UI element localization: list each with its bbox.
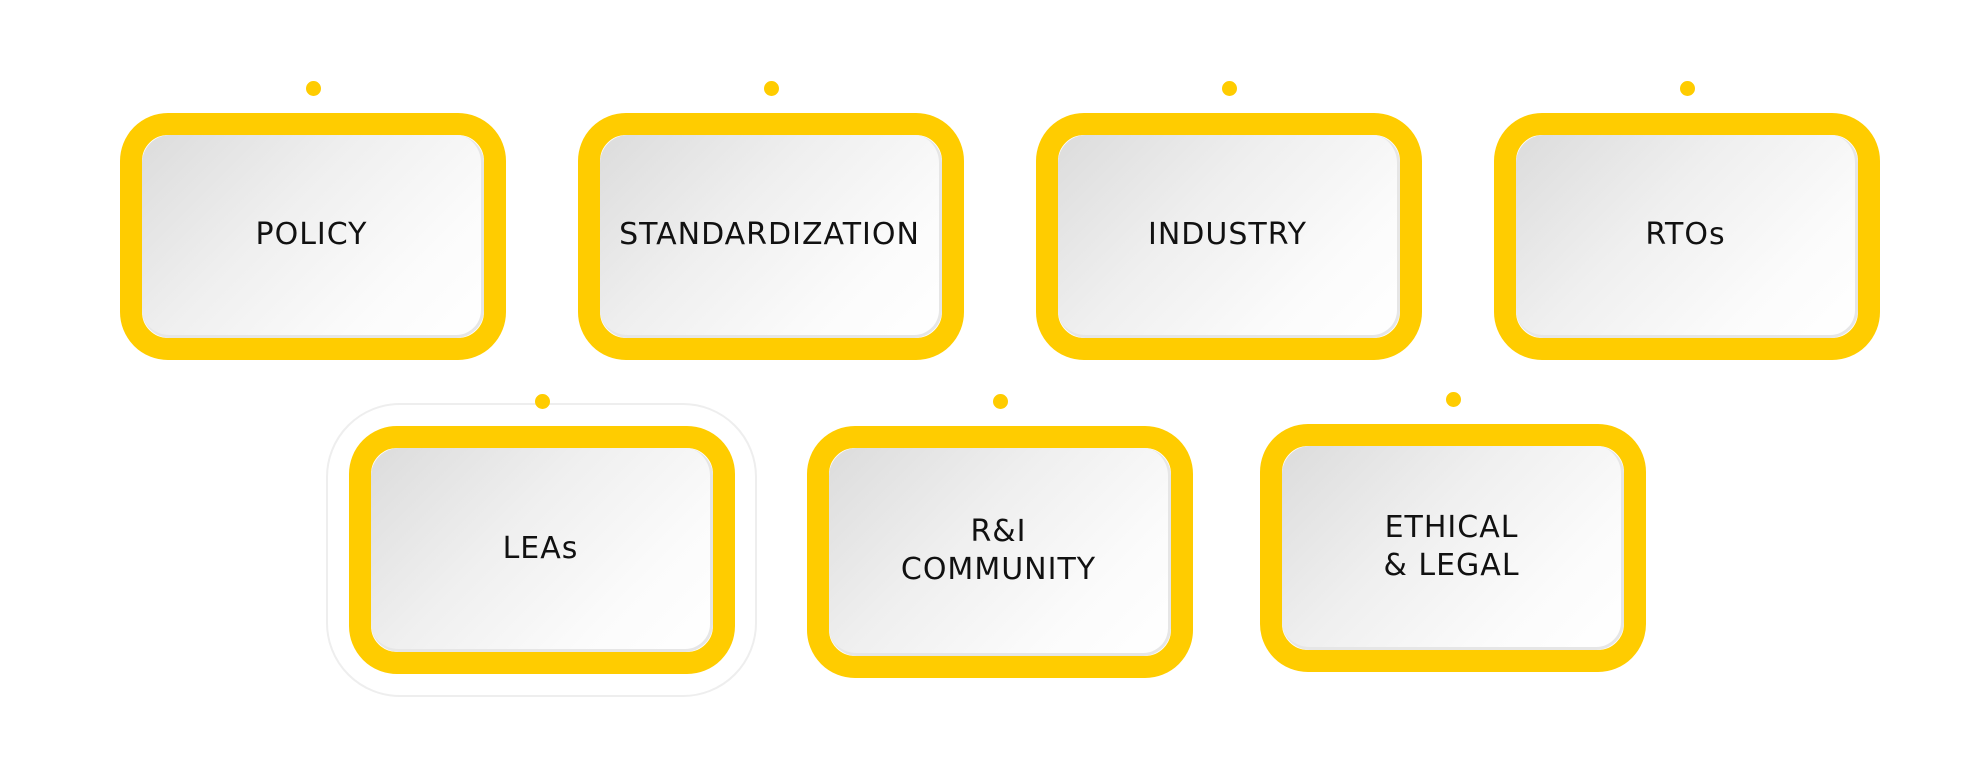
- leas-card: LEAs: [349, 426, 735, 674]
- rtos-label: RTOs: [1645, 217, 1726, 252]
- leas-connector-dot: [534, 394, 550, 409]
- rtos-card: RTOs: [1494, 113, 1880, 360]
- industry-card: INDUSTRY: [1036, 113, 1422, 360]
- ethical-legal-label: ETHICAL & LEGAL: [1383, 509, 1520, 583]
- rtos-card-face: RTOs: [1516, 135, 1858, 338]
- standardization-label: STANDARDIZATION: [619, 217, 920, 252]
- standardization-card: STANDARDIZATION: [578, 113, 964, 360]
- leas-label: LEAs: [502, 530, 579, 566]
- policy-connector-dot: [305, 81, 321, 96]
- ethical-legal-card: ETHICAL & LEGAL: [1260, 424, 1646, 672]
- policy-card-face: POLICY: [142, 135, 484, 338]
- policy-card: POLICY: [120, 113, 506, 360]
- leas-card-face: LEAs: [371, 448, 713, 652]
- industry-card-face: INDUSTRY: [1058, 135, 1400, 338]
- ri-community-connector-dot: [992, 394, 1008, 409]
- policy-label: POLICY: [255, 217, 368, 252]
- industry-connector-dot: [1221, 81, 1237, 96]
- ri-community-label: R&I COMMUNITY: [900, 513, 1097, 587]
- ri-community-card-face: R&I COMMUNITY: [829, 448, 1171, 656]
- standardization-connector-dot: [763, 81, 779, 96]
- standardization-card-face: STANDARDIZATION: [600, 135, 942, 338]
- ethical-legal-connector-dot: [1445, 392, 1461, 407]
- rtos-connector-dot: [1679, 81, 1695, 96]
- industry-label: INDUSTRY: [1148, 217, 1307, 252]
- ri-community-card: R&I COMMUNITY: [807, 426, 1193, 678]
- ethical-legal-card-face: ETHICAL & LEGAL: [1282, 446, 1624, 650]
